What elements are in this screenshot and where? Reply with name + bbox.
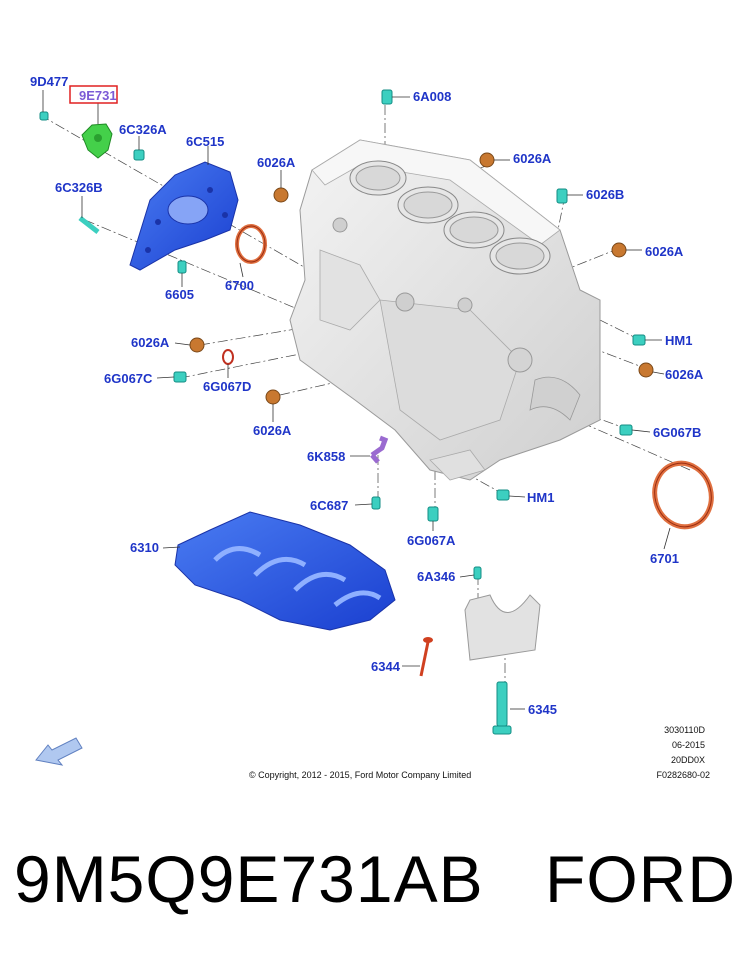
label-6345[interactable]: 6345 bbox=[528, 702, 557, 717]
dowels-teal bbox=[39, 89, 646, 735]
label-9d477[interactable]: 9D477 bbox=[30, 74, 68, 89]
seal-6701 bbox=[652, 460, 714, 530]
sensor-9e731 bbox=[81, 123, 113, 159]
highlight-box bbox=[69, 85, 118, 104]
ref-line-2: 06-2015 bbox=[672, 740, 705, 750]
part-number: 9M5Q9E731AB bbox=[14, 842, 484, 916]
label-6026b[interactable]: 6026B bbox=[586, 187, 624, 202]
front-arrow-icon bbox=[35, 737, 83, 766]
label-6g067b[interactable]: 6G067B bbox=[653, 425, 701, 440]
label-6c515[interactable]: 6C515 bbox=[186, 134, 224, 149]
ref-line-4: F0282680-02 bbox=[656, 770, 710, 780]
seal-retainer-6c515 bbox=[129, 161, 239, 271]
reference-block: 3030110D 06-2015 20DD0X F0282680-02 bbox=[656, 725, 710, 780]
label-6a008[interactable]: 6A008 bbox=[413, 89, 451, 104]
label-6g067d[interactable]: 6G067D bbox=[203, 379, 251, 394]
label-6344[interactable]: 6344 bbox=[371, 659, 401, 674]
label-6605[interactable]: 6605 bbox=[165, 287, 194, 302]
leader-lines bbox=[42, 90, 671, 710]
part-labels: 9D477 9E731 6C326A 6C515 6C326B 6605 670… bbox=[30, 74, 704, 717]
label-hm1-2[interactable]: HM1 bbox=[527, 490, 554, 505]
label-6026a-3[interactable]: 6026A bbox=[645, 244, 684, 259]
piston-jet-6k858 bbox=[370, 435, 389, 464]
label-6c326a[interactable]: 6C326A bbox=[119, 122, 167, 137]
brand-name: FORD bbox=[545, 842, 736, 916]
seal-6700 bbox=[235, 224, 267, 264]
main-bearing-cap bbox=[464, 594, 541, 661]
oring-6g067d bbox=[222, 349, 234, 365]
label-6026a-2[interactable]: 6026A bbox=[513, 151, 552, 166]
label-6a346[interactable]: 6A346 bbox=[417, 569, 455, 584]
engine-block-diagram: 9D477 9E731 6C326A 6C515 6C326B 6605 670… bbox=[30, 74, 714, 780]
label-6g067a[interactable]: 6G067A bbox=[407, 533, 456, 548]
cylinder-block bbox=[289, 139, 601, 481]
label-hm1-1[interactable]: HM1 bbox=[665, 333, 692, 348]
label-6c326b[interactable]: 6C326B bbox=[55, 180, 103, 195]
label-6310[interactable]: 6310 bbox=[130, 540, 159, 555]
ref-line-3: 20DD0X bbox=[671, 755, 705, 765]
label-9e731[interactable]: 9E731 bbox=[79, 88, 117, 103]
label-6g067c[interactable]: 6G067C bbox=[104, 371, 153, 386]
main-bearing-ladder-6310 bbox=[174, 511, 396, 631]
label-6026a-4[interactable]: 6026A bbox=[131, 335, 170, 350]
bolt-6344 bbox=[419, 637, 433, 677]
label-6701[interactable]: 6701 bbox=[650, 551, 679, 566]
label-6k858[interactable]: 6K858 bbox=[307, 449, 345, 464]
ref-line-1: 3030110D bbox=[664, 725, 705, 735]
label-6026a-5[interactable]: 6026A bbox=[665, 367, 704, 382]
label-6026a-6[interactable]: 6026A bbox=[253, 423, 292, 438]
label-6700[interactable]: 6700 bbox=[225, 278, 254, 293]
label-6c687[interactable]: 6C687 bbox=[310, 498, 348, 513]
copyright-text: © Copyright, 2012 - 2015, Ford Motor Com… bbox=[249, 770, 471, 780]
label-6026a-1[interactable]: 6026A bbox=[257, 155, 296, 170]
